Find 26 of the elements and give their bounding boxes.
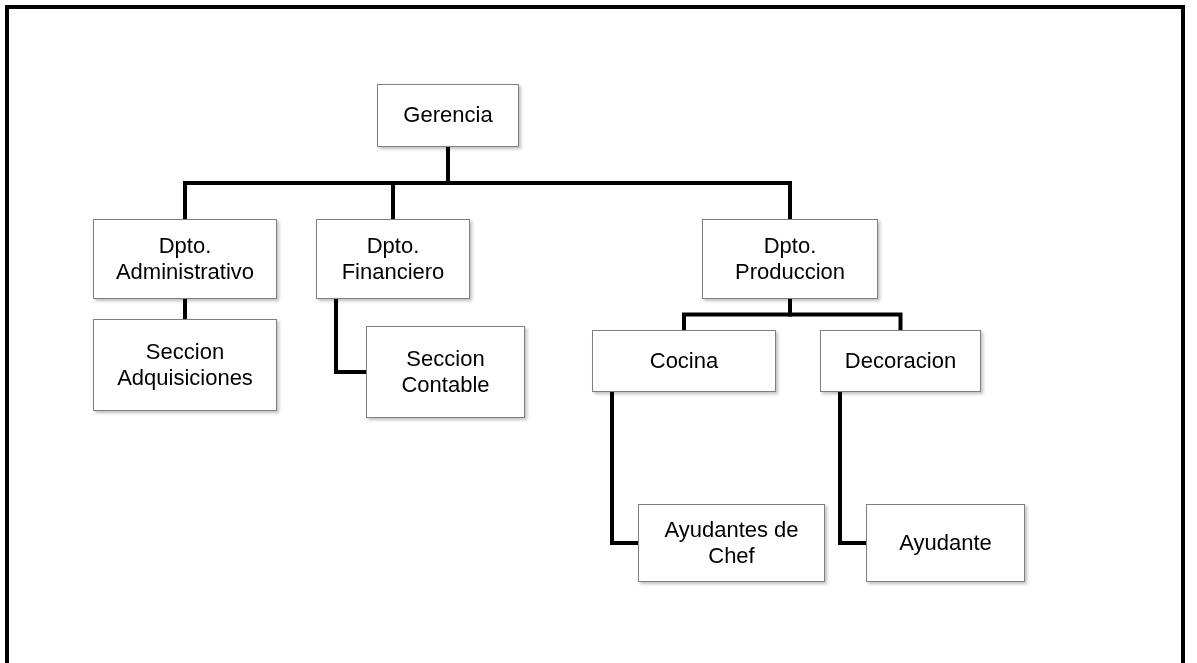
box-label: Decoracion <box>844 347 957 375</box>
org-box <box>702 219 878 299</box>
org-box <box>316 219 470 299</box>
box-label: Ayudante <box>899 529 992 557</box>
org-box <box>820 330 981 392</box>
box-label: Ayudantes de Chef <box>663 516 800 570</box>
box-label: Dpto. Financiero <box>340 232 446 286</box>
org-box <box>93 319 277 411</box>
connector-line <box>446 147 792 219</box>
connector-line <box>788 299 903 330</box>
connector-line <box>610 392 638 545</box>
org-box <box>377 84 519 147</box>
connector-line <box>334 299 366 374</box>
box-label: Dpto. Produccion <box>733 232 847 286</box>
org-box <box>866 504 1025 582</box>
box-label: Seccion Adquisiciones <box>116 338 254 392</box>
box-label: Gerencia <box>403 102 493 129</box>
org-box <box>638 504 825 582</box>
org-box <box>366 326 525 418</box>
org-box <box>93 219 277 299</box>
box-label: Cocina <box>649 347 719 375</box>
box-label: Dpto. Administrativo <box>114 232 256 286</box>
connector-line <box>183 299 187 319</box>
org-box <box>592 330 776 392</box>
connector-line <box>838 392 866 545</box>
box-label: Seccion Contable <box>400 345 491 399</box>
